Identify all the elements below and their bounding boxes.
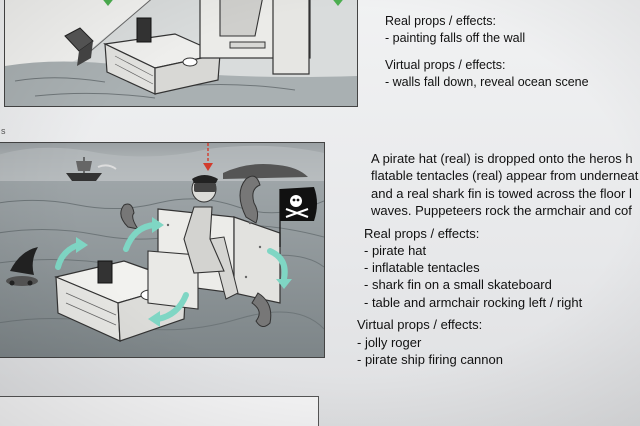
panel-middle-description: A pirate hat (real) is dropped onto the … [371, 150, 638, 220]
description-line: and a real shark fin is towed across the… [371, 185, 632, 201]
storyboard-panel-middle-illustration [0, 142, 325, 358]
description-line: waves. Puppeteers rock the armchair and … [371, 203, 632, 219]
coffee-table-sketch [102, 17, 222, 95]
description-line: A pirate hat (real) is dropped onto the … [371, 151, 633, 166]
virtual-props-heading: Virtual props / effects: [357, 317, 483, 332]
pirate-hat-sketch [192, 175, 218, 183]
armchair-with-person-sketch [199, 0, 311, 75]
real-props-item: - painting falls off the wall [385, 31, 526, 46]
description-line: flatable tentacles (real) appear from un… [371, 168, 639, 184]
panel-top-real-props: Real props / effects: - painting falls o… [385, 13, 525, 48]
storyboard-panel-bottom-frame [0, 396, 319, 426]
real-props-item: - table and armchair rocking left / righ… [364, 294, 583, 310]
margin-mark: s [1, 126, 6, 136]
real-props-item: - inflatable tentacles [364, 260, 480, 276]
skull-crossbones-flag-icon [279, 187, 317, 247]
virtual-props-heading: Virtual props / effects: [385, 58, 506, 72]
storyboard-panel-top-illustration [4, 0, 358, 107]
drop-arrow-icon [203, 143, 213, 171]
curved-arrow-icon [76, 217, 292, 327]
panel-middle-real-props: Real props / effects: - pirate hat - inf… [364, 225, 582, 311]
diamond-marker-icon [103, 0, 113, 6]
curved-arrow-icon [55, 222, 288, 322]
virtual-props-item: - jolly roger [357, 334, 422, 350]
real-props-heading: Real props / effects: [364, 226, 480, 241]
panel-middle-virtual-props: Virtual props / effects: - jolly roger -… [357, 316, 503, 369]
crate-sketch [64, 27, 94, 66]
tentacle-sketch [120, 175, 272, 327]
real-props-heading: Real props / effects: [385, 14, 496, 28]
real-props-item: - shark fin on a small skateboard [364, 277, 552, 293]
scene-living-room-sketch [5, 0, 357, 106]
virtual-props-item: - pirate ship firing cannon [357, 352, 503, 368]
panel-top-virtual-props: Virtual props / effects: - walls fall do… [385, 57, 589, 92]
shark-fin-sketch [6, 247, 38, 286]
real-props-item: - pirate hat [364, 243, 427, 259]
virtual-props-item: - walls fall down, reveal ocean scene [385, 75, 589, 90]
pirate-ship-sketch [66, 157, 117, 181]
scene-ocean-pirate-sketch [0, 143, 324, 357]
diamond-marker-icon [333, 0, 343, 6]
